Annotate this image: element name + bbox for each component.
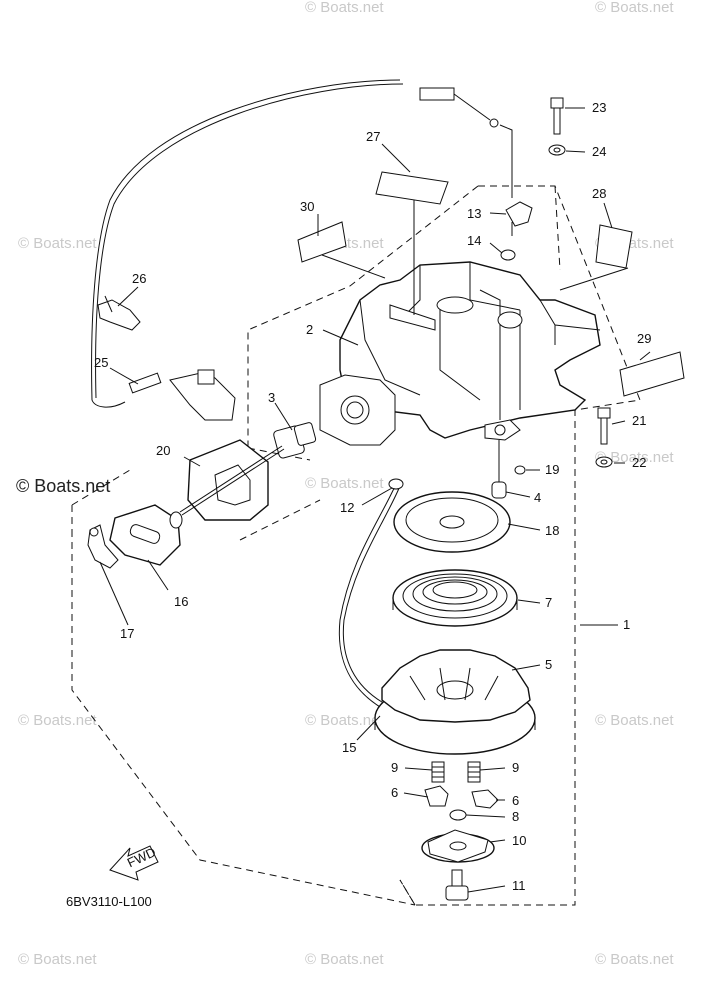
callout-17: 17 <box>120 626 134 641</box>
watermark: © Boats.net <box>595 951 674 968</box>
part-27-label <box>375 171 449 205</box>
callout-6-right: 6 <box>512 793 519 808</box>
part-20-handle-seal <box>187 439 269 521</box>
callout-21: 21 <box>632 413 646 428</box>
callout-10: 10 <box>512 833 526 848</box>
watermark: © Boats.net <box>18 951 97 968</box>
callout-numbers: 1 2 3 4 5 6 6 7 8 9 9 10 11 12 13 14 15 … <box>94 100 651 893</box>
part-18-plate <box>393 491 511 553</box>
callout-14: 14 <box>467 233 481 248</box>
watermark: © Boats.net <box>18 235 97 252</box>
part-29-label <box>619 351 685 397</box>
part-26-clamp <box>97 295 141 331</box>
part-13-lever <box>505 201 533 227</box>
watermark: © Boats.net <box>595 0 674 16</box>
callout-27: 27 <box>366 129 380 144</box>
part-21-bolt-shank <box>600 417 608 445</box>
starter-rope-path <box>338 478 404 711</box>
watermark: © Boats.net <box>305 712 384 729</box>
part-19-clip <box>514 465 526 475</box>
callout-18: 18 <box>545 523 559 538</box>
watermark: © Boats.net <box>595 449 674 466</box>
callout-29: 29 <box>637 331 651 346</box>
callout-15: 15 <box>342 740 356 755</box>
starter-rope <box>179 445 285 516</box>
callout-22: 22 <box>632 455 646 470</box>
part-12-rope-guide <box>388 478 404 490</box>
callout-26: 26 <box>132 271 146 286</box>
cable-clip <box>128 372 162 394</box>
part-16-grip <box>109 504 183 566</box>
callout-13: 13 <box>467 206 481 221</box>
part-11-bolt <box>445 869 469 901</box>
part-30-label <box>297 221 347 263</box>
callout-23: 23 <box>592 100 606 115</box>
part-23-bolt-head <box>550 97 564 109</box>
part-7-spiral-spring <box>392 569 518 627</box>
watermark-main: © Boats.net <box>16 476 110 496</box>
callout-19: 19 <box>545 462 559 477</box>
leader-lines <box>99 107 651 893</box>
callout-1: 1 <box>623 617 630 632</box>
watermarks: © Boats.net © Boats.net © Boats.net © Bo… <box>16 0 674 968</box>
cable-end-fitting <box>419 87 455 101</box>
callout-12: 12 <box>340 500 354 515</box>
part-10-drive-plate <box>421 829 495 863</box>
part-8-clip <box>449 809 467 821</box>
callout-5: 5 <box>545 657 552 672</box>
callout-11: 11 <box>512 878 526 893</box>
callout-9-left: 9 <box>391 760 398 775</box>
part-2-starter-housing <box>339 261 601 441</box>
watermark: © Boats.net <box>305 951 384 968</box>
part-23-bolt-shank <box>553 107 561 135</box>
decal-labels <box>297 171 685 397</box>
part-6-pawl-right <box>471 789 499 809</box>
callout-25: 25 <box>94 355 108 370</box>
watermark: © Boats.net <box>18 712 97 729</box>
watermark: © Boats.net <box>305 475 384 492</box>
small-hardware <box>491 97 613 499</box>
watermark: © Boats.net <box>595 712 674 729</box>
solenoid-terminal <box>197 369 215 385</box>
callout-20: 20 <box>156 443 170 458</box>
callout-2: 2 <box>306 322 313 337</box>
callout-24: 24 <box>592 144 606 159</box>
callout-30: 30 <box>300 199 314 214</box>
part-4-bushing <box>491 481 507 499</box>
part-21-bolt-head <box>597 407 611 419</box>
callout-6-left: 6 <box>391 785 398 800</box>
part-3-rope-guide <box>273 374 396 459</box>
diagram-code: 6BV3110-L100 <box>66 894 152 909</box>
part-5-pulley <box>374 649 536 755</box>
part-6-pawl-left <box>424 785 449 807</box>
callout-16: 16 <box>174 594 188 609</box>
choke-cable <box>91 79 513 421</box>
forward-arrow: FWD <box>109 844 159 881</box>
callout-9-right: 9 <box>512 760 519 775</box>
callout-8: 8 <box>512 809 519 824</box>
callout-28: 28 <box>592 186 606 201</box>
part-14-spring <box>500 249 516 261</box>
watermark: © Boats.net <box>305 0 384 16</box>
pawl-hardware <box>424 761 499 821</box>
part-28-label <box>595 224 633 269</box>
callout-7: 7 <box>545 595 552 610</box>
callout-3: 3 <box>268 390 275 405</box>
callout-4: 4 <box>534 490 541 505</box>
part-17-rope-clip <box>87 524 119 569</box>
